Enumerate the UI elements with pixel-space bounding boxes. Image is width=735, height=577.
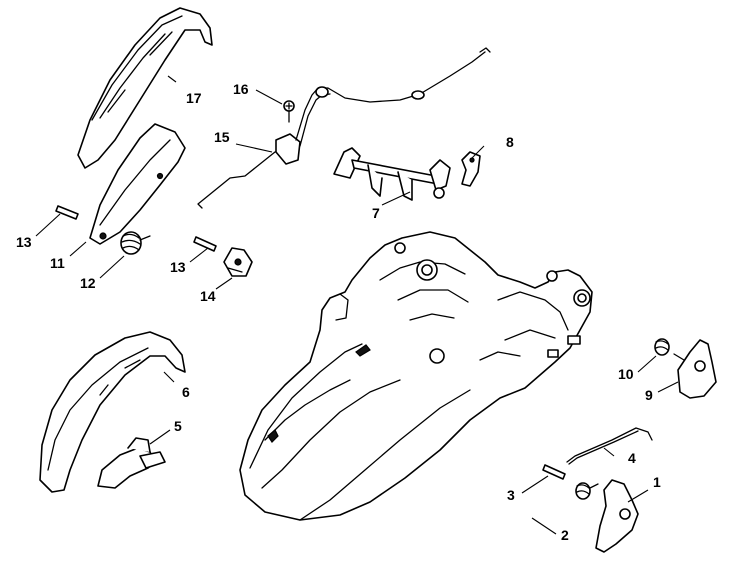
part-16-screw: [283, 100, 295, 123]
part-13-pin-left: [55, 205, 79, 220]
part-14-bracket: [223, 247, 253, 277]
leader-lines: [35, 75, 679, 535]
part-1-lever: [595, 479, 639, 553]
part-15-throttle-cable: [197, 47, 491, 209]
callout-4: 4: [628, 450, 636, 466]
part-4-rod: [566, 427, 653, 465]
callout-9: 9: [645, 387, 653, 403]
part-12-spring: [120, 231, 151, 255]
part-11-grip: [89, 123, 186, 245]
callout-6: 6: [182, 384, 190, 400]
callout-15: 15: [214, 129, 230, 145]
part-13-pin-center: [193, 236, 217, 252]
part-10-spring: [654, 338, 670, 356]
callout-1: 1: [653, 474, 661, 490]
callout-3: 3: [507, 487, 515, 503]
part-9-lockout-lever: [673, 339, 717, 399]
callout-16: 16: [233, 81, 249, 97]
callout-8: 8: [506, 134, 514, 150]
callout-2: 2: [561, 527, 569, 543]
part-3-pin: [542, 464, 566, 480]
main-housing: [239, 231, 593, 521]
part-8-lever: [461, 151, 481, 187]
part-17-handle-molding-top: [77, 7, 213, 169]
callout-13-center: 13: [170, 259, 186, 275]
part-2-spring: [575, 482, 599, 500]
part-6-handle-molding-bottom: [39, 331, 186, 493]
callout-7: 7: [372, 205, 380, 221]
callout-13-left: 13: [16, 234, 32, 250]
part-7-throttle-shaft: [333, 147, 451, 201]
callout-17: 17: [186, 90, 202, 106]
callout-11: 11: [50, 255, 65, 271]
callout-labels: 17 16 15 8 7 13 11 12 13 14 6 5 10 9 4 3…: [16, 81, 661, 543]
part-5-throttle-trigger: [97, 437, 166, 489]
callout-5: 5: [174, 418, 182, 434]
callout-12: 12: [80, 275, 96, 291]
callout-10: 10: [618, 366, 634, 382]
callout-14: 14: [200, 288, 216, 304]
